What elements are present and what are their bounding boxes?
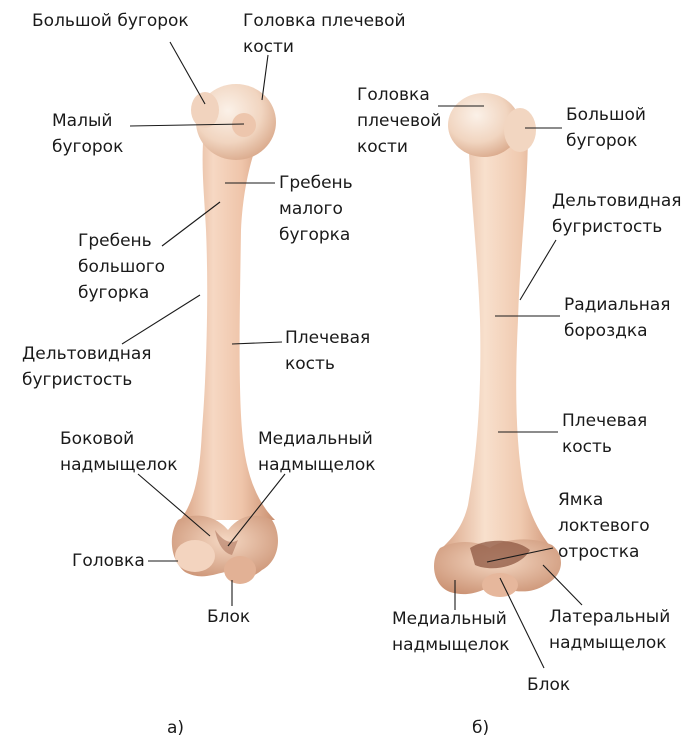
label-a-humerus: Плечевая кость xyxy=(285,328,371,374)
label-a-trochlea: Блок xyxy=(207,607,251,627)
posterior-shaft xyxy=(438,130,555,552)
posterior-trochlea xyxy=(482,573,518,597)
label-b-olecranon-fossa: Ямка локтевого отростка xyxy=(558,490,650,562)
anterior-coronoid-shadow xyxy=(215,530,238,555)
anterior-capitulum xyxy=(175,540,215,572)
label-a-crest-lesser: Гребень малого бугорка xyxy=(279,173,353,245)
label-b-medial-epicondyle: Медиальный надмыщелок xyxy=(392,609,510,655)
label-a-deltoid: Дельтовидная бугристость xyxy=(22,344,152,390)
label-b-radial-groove: Радиальная бороздка xyxy=(564,295,671,341)
label-b-lateral-epicondyle: Латеральный надмыщелок xyxy=(549,607,671,653)
anterior-lesser-tubercle xyxy=(232,113,256,137)
label-b-greater-tubercle: Большой бугорок xyxy=(566,105,646,151)
posterior-head xyxy=(448,93,520,157)
leader-a-crest-greater xyxy=(161,201,221,247)
humerus-posterior xyxy=(434,93,562,597)
label-b-humerus: Плечевая кость xyxy=(562,411,648,457)
label-a-lesser-tubercle: Малый бугорок xyxy=(52,111,124,157)
leader-b-lateral-epicondyle xyxy=(542,564,583,606)
leader-a-humerus xyxy=(231,341,283,345)
leader-a-greater-tubercle xyxy=(169,41,206,105)
leader-a-lateral-epicondyle xyxy=(137,473,211,537)
label-b-deltoid: Дельтовидная бугристость xyxy=(552,191,682,237)
leader-a-deltoid xyxy=(121,294,201,345)
label-a-head: Головка плечевой кости xyxy=(243,11,406,57)
anterior-shaft xyxy=(180,120,275,520)
leader-b-deltoid xyxy=(519,239,557,301)
anterior-trochlea xyxy=(224,556,256,584)
leader-a-head xyxy=(261,54,269,101)
humerus-anterior xyxy=(171,84,278,584)
caption-a: а) xyxy=(167,718,185,738)
leader-lines-b xyxy=(438,105,583,669)
label-a-medial-epicondyle: Медиальный надмыщелок xyxy=(258,429,376,475)
label-a-greater-tubercle: Большой бугорок xyxy=(32,11,189,31)
leader-b-trochlea xyxy=(499,577,545,669)
caption-b: б) xyxy=(472,718,490,738)
posterior-olecranon-fossa xyxy=(470,540,530,569)
label-b-head: Головка плечевой кости xyxy=(357,85,442,157)
posterior-greater-tubercle xyxy=(504,108,536,152)
label-a-crest-greater: Гребень большого бугорка xyxy=(78,231,166,303)
label-b-trochlea: Блок xyxy=(527,675,571,695)
label-a-capitulum: Головка xyxy=(72,551,145,571)
label-a-lateral-epicondyle: Боковой надмыщелок xyxy=(60,429,178,475)
leader-b-olecranon-fossa xyxy=(486,547,554,563)
leader-a-medial-epicondyle xyxy=(227,473,286,547)
leader-lines-a xyxy=(121,41,286,606)
leader-a-lesser-tubercle xyxy=(129,123,245,127)
anterior-greater-tubercle xyxy=(191,92,219,128)
